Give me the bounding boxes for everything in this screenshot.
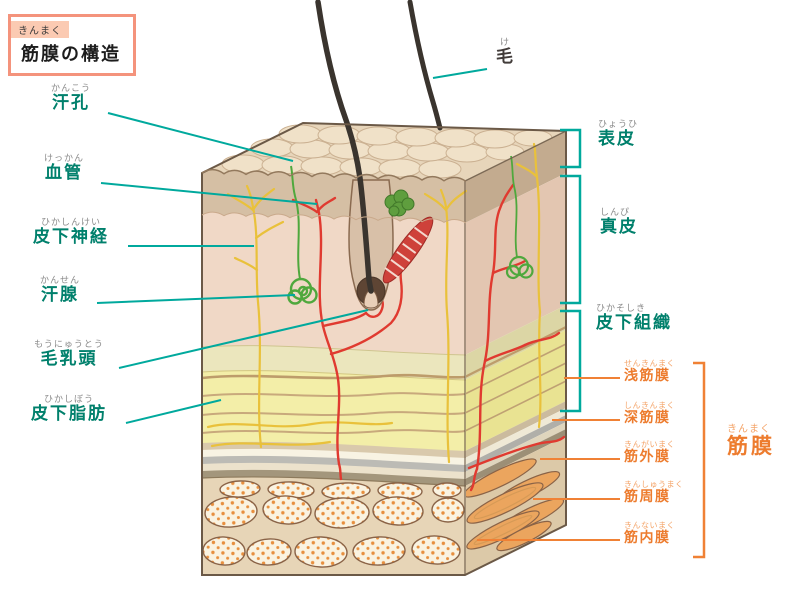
leader-blood-vessel [100,182,318,205]
teal-leader-lines [96,68,582,424]
label-subcutaneous-fat: ひかしぼう 皮下脂肪 [31,395,107,425]
hair-papilla [363,289,379,309]
label-perimysium: きんしゅうまく 筋周膜 [624,480,684,506]
blood-vessels [291,183,566,492]
hairs [315,0,443,294]
label-hair-papilla: もうにゅうとう 毛乳頭 [34,340,104,370]
label-sweat-pore: かんこう 汗孔 [50,84,91,114]
orange-leader-lines [477,361,706,559]
muscle-fiber-bundles [202,480,465,568]
label-endomysium: きんないまく 筋内膜 [624,521,675,547]
side-muscle-bundles [463,458,565,552]
sweat-gland-right [505,155,534,280]
title-text: 筋膜の構造 [21,44,121,65]
bracket-dermis [560,174,582,305]
sweat-gland-left [287,165,318,305]
sebaceous-gland [384,189,415,217]
leader-hair-papilla [118,309,369,369]
label-fascia-group: きんまく 筋膜 [727,424,775,458]
label-deep-fascia: しんきんまく 深筋膜 [624,401,675,427]
arrector-pili-muscle [382,216,434,284]
label-superficial-fascia: せんきんまく 浅筋膜 [624,359,675,385]
leader-sweat-gland [96,294,296,304]
bracket-epidermis [560,128,582,169]
label-blood-vessel: けっかん 血管 [43,154,84,184]
hair-shaft-right [407,0,443,131]
leader-sweat-pore [107,112,294,162]
label-hair: け 毛 [496,38,514,68]
label-epimysium: きんがいまく 筋外膜 [624,440,675,466]
hair-shaft-left [315,0,374,294]
title-furigana: きんまく [11,21,69,38]
label-subcutaneous-nerve: ひかしんけい 皮下神経 [33,218,109,248]
label-sweat-gland: かんせん 汗腺 [39,276,80,306]
label-subcutaneous-tissue: ひかそしき 皮下組織 [596,304,672,334]
leader-subcutaneous-fat [125,399,222,424]
side-fat [465,330,566,451]
label-dermis: しんぴ 真皮 [600,208,638,238]
side-epidermis [465,131,566,223]
label-epidermis: ひょうひ 表皮 [598,120,639,150]
bracket-subcutaneous-tissue [560,309,582,413]
diagram-title: きんまく 筋膜の構造 [8,14,136,76]
superficial-fascia-line [201,373,466,380]
leader-hair [432,68,488,79]
bracket-fascia-group [693,361,706,559]
